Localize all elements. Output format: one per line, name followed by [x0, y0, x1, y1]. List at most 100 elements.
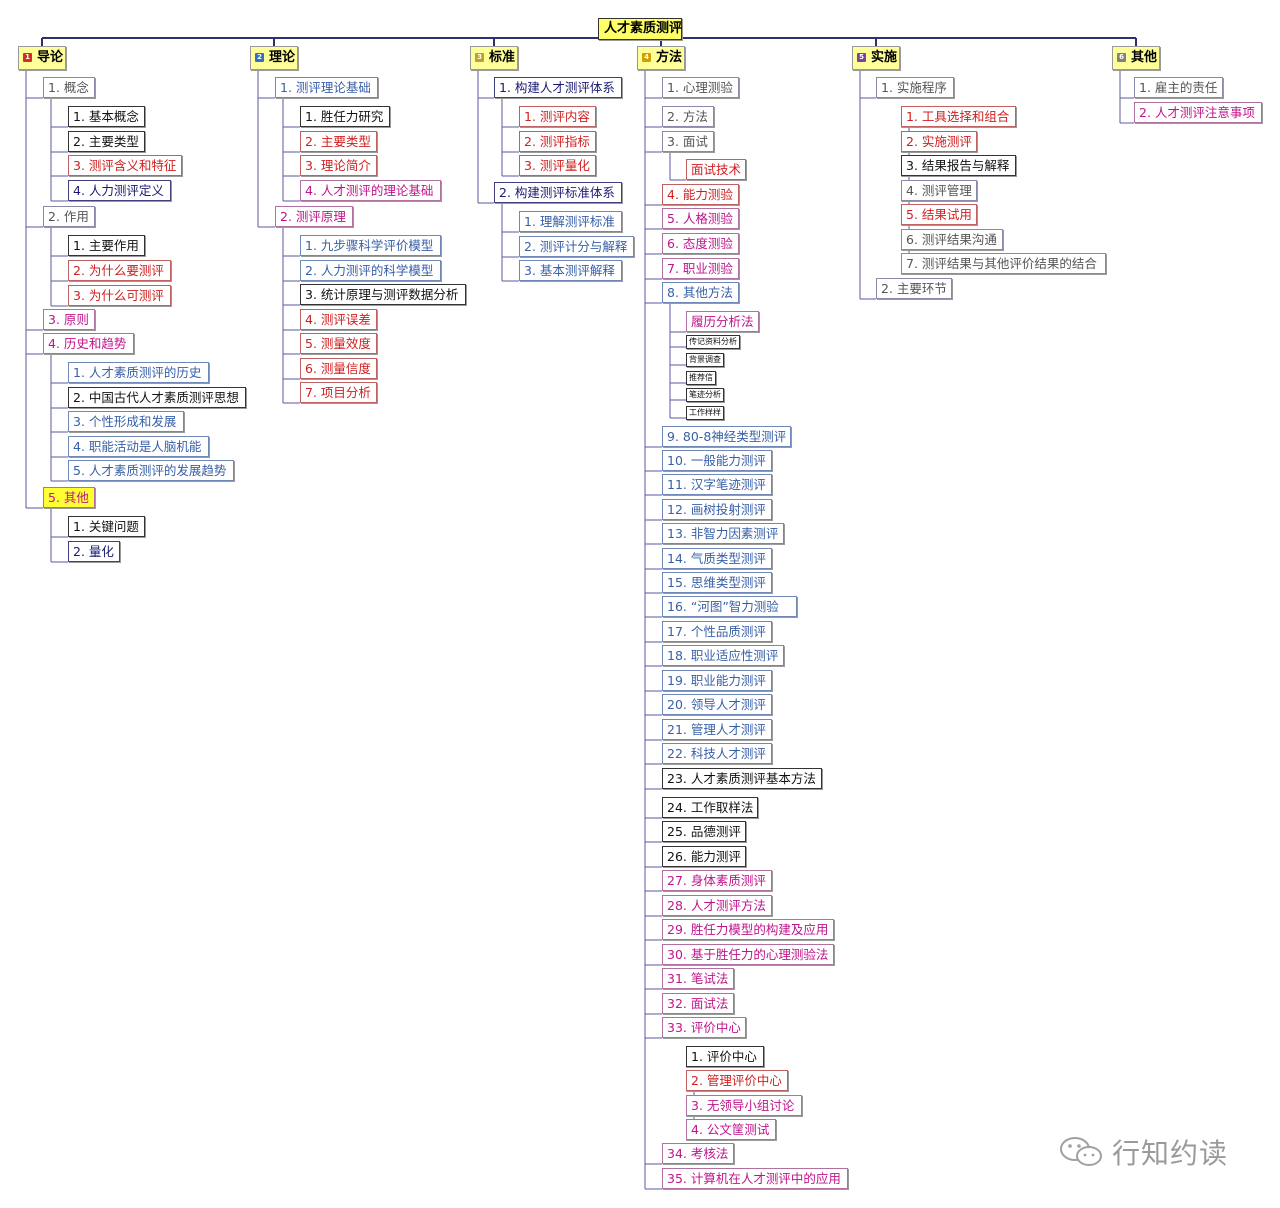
- topic-node[interactable]: 5. 人格测验: [662, 208, 739, 229]
- topic-node[interactable]: 1. 构建人才测评体系: [494, 77, 622, 98]
- topic-node[interactable]: 1. 评价中心: [686, 1046, 764, 1067]
- root-topic[interactable]: 人才素质测评: [598, 18, 682, 40]
- topic-node[interactable]: 1. 工具选择和组合: [901, 106, 1016, 127]
- topic-node[interactable]: 7. 测评结果与其他评价结果的结合: [901, 253, 1106, 274]
- topic-node[interactable]: 3. 为什么可测评: [68, 285, 171, 306]
- topic-node[interactable]: 4. 测评管理: [901, 180, 977, 201]
- topic-node[interactable]: 2. 管理评价中心: [686, 1070, 788, 1091]
- topic-node[interactable]: 7. 职业测验: [662, 258, 739, 279]
- topic-node[interactable]: 19. 职业能力测评: [662, 670, 772, 691]
- topic-node[interactable]: 5. 测量效度: [300, 333, 377, 354]
- topic-node[interactable]: 1. 胜任力研究: [300, 106, 390, 127]
- topic-node[interactable]: 3. 统计原理与测评数据分析: [300, 284, 466, 305]
- topic-node[interactable]: 13. 非智力因素测评: [662, 523, 784, 544]
- topic-node[interactable]: 3. 个性形成和发展: [68, 411, 184, 432]
- topic-node[interactable]: 4. 测评误差: [300, 309, 377, 330]
- topic-node[interactable]: 4. 历史和趋势: [43, 333, 134, 354]
- topic-node[interactable]: 2. 实施测评: [901, 131, 977, 152]
- topic-node[interactable]: 2. 量化: [68, 541, 120, 562]
- topic-node[interactable]: 29. 胜任力模型的构建及应用: [662, 919, 834, 940]
- topic-node[interactable]: 1. 人才素质测评的历史: [68, 362, 209, 383]
- topic-node[interactable]: 4. 人才测评的理论基础: [300, 180, 441, 201]
- topic-node[interactable]: 1. 心理测验: [662, 77, 739, 98]
- topic-node[interactable]: 3. 基本测评解释: [519, 260, 622, 281]
- topic-node[interactable]: 1. 理解测评标准: [519, 211, 622, 232]
- topic-node[interactable]: 工作样样: [686, 406, 724, 420]
- topic-node[interactable]: 12. 画树投射测评: [662, 499, 772, 520]
- topic-node[interactable]: 14. 气质类型测评: [662, 548, 772, 569]
- topic-node[interactable]: 18. 职业适应性测评: [662, 645, 784, 666]
- topic-node[interactable]: 1. 雇主的责任: [1134, 77, 1223, 98]
- topic-node[interactable]: 4. 能力测验: [662, 184, 739, 205]
- topic-node[interactable]: 33. 评价中心: [662, 1017, 746, 1038]
- topic-node[interactable]: 6. 测评结果沟通: [901, 229, 1003, 250]
- topic-node[interactable]: 30. 基于胜任力的心理测验法: [662, 944, 834, 965]
- topic-node[interactable]: 26. 能力测评: [662, 846, 746, 867]
- topic-node[interactable]: 7. 项目分析: [300, 382, 377, 403]
- topic-node[interactable]: 25. 品德测评: [662, 821, 746, 842]
- topic-node[interactable]: 履历分析法: [686, 311, 759, 332]
- topic-node[interactable]: 3. 面试: [662, 131, 714, 152]
- topic-node[interactable]: 2. 主要环节: [876, 278, 952, 299]
- topic-node[interactable]: 20. 领导人才测评: [662, 694, 772, 715]
- topic-node[interactable]: 23. 人才素质测评基本方法: [662, 768, 822, 789]
- topic-node[interactable]: 推荐信: [686, 371, 716, 385]
- topic-node[interactable]: 1. 关键问题: [68, 516, 145, 537]
- topic-node[interactable]: 2. 方法: [662, 106, 714, 127]
- topic-node[interactable]: 10. 一般能力测评: [662, 450, 772, 471]
- topic-node[interactable]: 17. 个性品质测评: [662, 621, 772, 642]
- topic-node[interactable]: 1. 测评内容: [519, 106, 596, 127]
- topic-node[interactable]: 5. 其他: [43, 487, 95, 508]
- topic-node[interactable]: 4. 人力测评定义: [68, 180, 171, 201]
- topic-node[interactable]: 1. 基本概念: [68, 106, 145, 127]
- topic-node[interactable]: 22. 科技人才测评: [662, 743, 772, 764]
- topic-node[interactable]: 2. 为什么要测评: [68, 260, 171, 281]
- topic-node[interactable]: 2. 中国古代人才素质测评思想: [68, 387, 246, 408]
- topic-node[interactable]: 传记资料分析: [686, 335, 740, 349]
- topic-node[interactable]: 2. 主要类型: [68, 131, 145, 152]
- topic-node[interactable]: 3. 理论简介: [300, 155, 377, 176]
- topic-node[interactable]: 4. 公文筐测试: [686, 1119, 776, 1140]
- topic-node[interactable]: 27. 身体素质测评: [662, 870, 772, 891]
- topic-node[interactable]: 2. 主要类型: [300, 131, 377, 152]
- topic-node[interactable]: 3. 原则: [43, 309, 95, 330]
- topic-node[interactable]: 1. 测评理论基础: [275, 77, 378, 98]
- topic-node[interactable]: 2. 构建测评标准体系: [494, 182, 622, 203]
- topic-node[interactable]: 32. 面试法: [662, 993, 734, 1014]
- topic-node[interactable]: 2. 人才测评注意事项: [1134, 102, 1262, 123]
- topic-node[interactable]: 9. 80-8神经类型测评: [662, 426, 792, 447]
- topic-node[interactable]: 1. 九步骤科学评价模型: [300, 235, 441, 256]
- topic-node[interactable]: 3. 结果报告与解释: [901, 155, 1016, 176]
- topic-node[interactable]: 2. 测评指标: [519, 131, 596, 152]
- topic-node[interactable]: 背景调查: [686, 353, 724, 367]
- topic-node[interactable]: 4. 职能活动是人脑机能: [68, 436, 209, 457]
- topic-node[interactable]: 28. 人才测评方法: [662, 895, 772, 916]
- topic-node[interactable]: 35. 计算机在人才测评中的应用: [662, 1168, 848, 1189]
- topic-node[interactable]: 3. 无领导小组讨论: [686, 1095, 802, 1116]
- topic-node[interactable]: 1. 主要作用: [68, 235, 145, 256]
- topic-node[interactable]: 1. 实施程序: [876, 77, 954, 98]
- topic-node[interactable]: 6. 态度测验: [662, 233, 739, 254]
- topic-node[interactable]: 2. 作用: [43, 206, 95, 227]
- topic-node[interactable]: 笔迹分析: [686, 388, 724, 402]
- topic-node[interactable]: 3. 测评含义和特征: [68, 155, 182, 176]
- topic-node[interactable]: 2. 测评原理: [275, 206, 353, 227]
- topic-node[interactable]: 5. 结果试用: [901, 204, 977, 225]
- topic-node[interactable]: 3. 测评量化: [519, 155, 596, 176]
- topic-node[interactable]: 2. 人力测评的科学模型: [300, 260, 441, 281]
- topic-node[interactable]: 2. 测评计分与解释: [519, 236, 634, 257]
- topic-node[interactable]: 16. “河图”智力测验: [662, 596, 797, 617]
- topic-node[interactable]: 34. 考核法: [662, 1143, 734, 1164]
- topic-node[interactable]: 1. 概念: [43, 77, 95, 98]
- topic-node[interactable]: 面试技术: [686, 159, 747, 180]
- topic-node[interactable]: 24. 工作取样法: [662, 797, 759, 818]
- topic-node[interactable]: 6. 测量信度: [300, 358, 377, 379]
- topic-node[interactable]: 31. 笔试法: [662, 968, 734, 989]
- topic-node[interactable]: 15. 思维类型测评: [662, 572, 772, 593]
- topic-node[interactable]: 21. 管理人才测评: [662, 719, 772, 740]
